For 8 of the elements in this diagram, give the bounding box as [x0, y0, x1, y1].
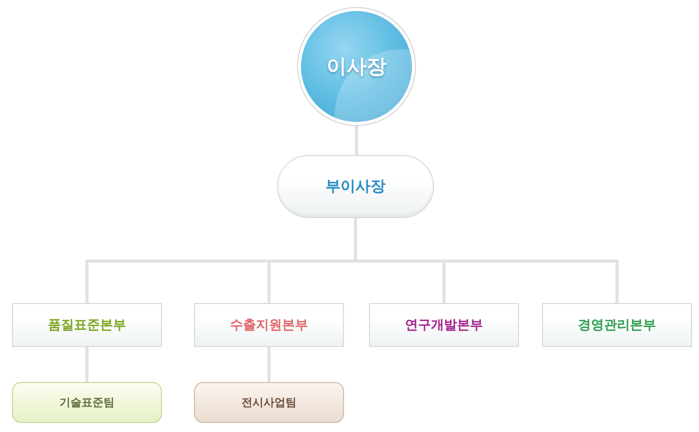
department-box: 연구개발본부	[369, 303, 519, 347]
team-box: 전시사업팀	[194, 382, 344, 423]
team-box: 기술표준팀	[12, 382, 162, 423]
department-box: 수출지원본부	[194, 303, 344, 347]
department-box: 품질표준본부	[12, 303, 162, 347]
department-box: 경영관리본부	[542, 303, 692, 347]
rounded-box: 부이사장	[277, 155, 434, 218]
circle-node: 이사장	[297, 7, 416, 126]
